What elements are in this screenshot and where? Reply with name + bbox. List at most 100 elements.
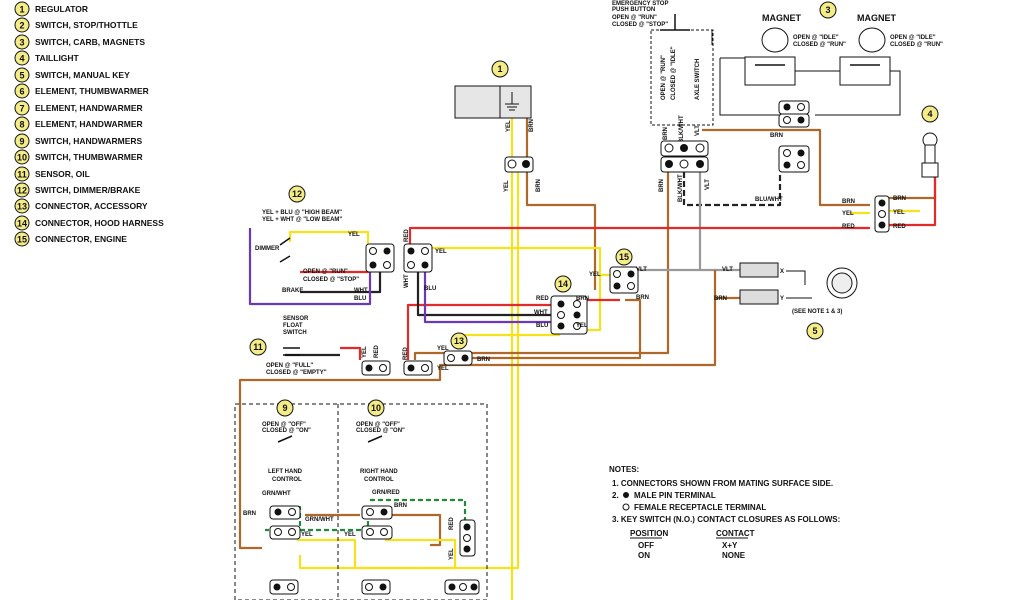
svg-text:11: 11 xyxy=(253,342,263,352)
svg-text:NONE: NONE xyxy=(722,551,746,560)
callout-11 xyxy=(249,338,267,356)
svg-text:CLOSED @ "EMPTY": CLOSED @ "EMPTY" xyxy=(266,370,327,376)
svg-text:9: 9 xyxy=(19,137,24,147)
svg-text:3: 3 xyxy=(825,5,830,15)
svg-text:BLU: BLU xyxy=(536,323,548,329)
svg-text:CONNECTOR, ACCESSORY: CONNECTOR, ACCESSORY xyxy=(35,201,148,211)
wire-yel xyxy=(454,333,560,348)
wire-blkwht xyxy=(682,172,782,207)
wire-yel xyxy=(288,230,375,250)
svg-text:FLOAT: FLOAT xyxy=(283,323,303,329)
wire-blu xyxy=(423,270,555,324)
svg-text:OFF: OFF xyxy=(638,541,654,550)
regulator: 1 YEL BRN xyxy=(454,60,535,132)
svg-text:MALE PIN TERMINAL: MALE PIN TERMINAL xyxy=(634,491,716,500)
svg-text:YEL: YEL xyxy=(504,180,510,192)
connector-dimmer-mating: RED YEL WHT BLU xyxy=(403,229,447,292)
callout-4 xyxy=(921,105,939,123)
svg-text:BLK/WHT: BLK/WHT xyxy=(679,115,685,143)
svg-text:4: 4 xyxy=(927,109,932,119)
svg-text:OPEN @ "OFF": OPEN @ "OFF" xyxy=(262,422,306,428)
svg-text:POSITION: POSITION xyxy=(630,529,668,538)
handwarmer-area: 9 10 OPEN @ "OFF" CLOSED @ "ON" OPEN @ "… xyxy=(234,399,488,600)
svg-text:1: 1 xyxy=(497,64,502,74)
svg-text:YEL: YEL xyxy=(589,272,601,278)
svg-text:YEL: YEL xyxy=(344,532,356,538)
svg-text:FEMALE RECEPTACLE TERMINAL: FEMALE RECEPTACLE TERMINAL xyxy=(634,503,766,512)
callout-3 xyxy=(819,1,837,19)
callout-9 xyxy=(276,399,294,417)
svg-text:BRN: BRN xyxy=(477,357,490,363)
wire-red xyxy=(888,175,937,227)
wire-brn xyxy=(238,270,717,550)
wire-brn xyxy=(390,513,442,547)
connector-dimmer xyxy=(365,243,395,273)
wire-brn xyxy=(466,298,642,360)
svg-text:CLOSED @ "STOP": CLOSED @ "STOP" xyxy=(303,277,359,283)
manual-key-switch: VLT BRN X Y (SEE NOTE 1 & 3) 5 xyxy=(714,262,858,340)
wire-brn xyxy=(702,128,870,207)
svg-text:1. CONNECTORS SHOWN FROM MATI: 1. CONNECTORS SHOWN FROM MATING SURFACE … xyxy=(612,479,833,488)
connector-regulator: YEL BRN xyxy=(504,156,542,192)
svg-text:BRN: BRN xyxy=(893,196,906,202)
svg-text:BRN: BRN xyxy=(243,511,256,517)
wire-layer xyxy=(238,118,937,600)
connector-taillight: BRN YEL RED BRN YEL RED xyxy=(842,195,906,233)
svg-text:REGULATOR: REGULATOR xyxy=(35,4,88,14)
svg-text:VLT: VLT xyxy=(636,267,647,273)
svg-text:YEL: YEL xyxy=(437,366,449,372)
svg-text:VLT: VLT xyxy=(722,267,733,273)
svg-text:WHT: WHT xyxy=(534,310,548,316)
svg-text:CLOSED @ "ON": CLOSED @ "ON" xyxy=(356,428,405,434)
svg-text:WHT: WHT xyxy=(354,288,368,294)
svg-text:YEL: YEL xyxy=(362,346,368,358)
legend-item: 9 SWITCH, HANDWARMERS xyxy=(14,133,143,149)
connector-engine: 15 YEL VLT BRN xyxy=(589,248,649,301)
dimmer-brake-switch: 12 YEL + BLU @ "HIGH BEAM" YEL + WHT @ "… xyxy=(255,185,368,302)
svg-text:GRN/WHT: GRN/WHT xyxy=(305,517,334,523)
svg-text:BRN: BRN xyxy=(536,179,542,192)
svg-text:SWITCH, HANDWARMERS: SWITCH, HANDWARMERS xyxy=(35,136,143,146)
svg-text:X: X xyxy=(780,269,784,275)
svg-text:PUSH BUTTON: PUSH BUTTON xyxy=(612,7,655,13)
svg-text:ON: ON xyxy=(638,551,650,560)
svg-text:OPEN @ "RUN": OPEN @ "RUN" xyxy=(612,15,657,21)
svg-text:2.: 2. xyxy=(612,491,619,500)
connector-left-hand xyxy=(269,505,301,540)
svg-text:YEL + BLU @ "HIGH BEAM": YEL + BLU @ "HIGH BEAM" xyxy=(262,210,342,216)
svg-text:Y: Y xyxy=(780,296,784,302)
svg-text:OPEN @ "OFF": OPEN @ "OFF" xyxy=(356,422,400,428)
wire-red xyxy=(405,226,870,250)
svg-text:BRN: BRN xyxy=(663,127,669,140)
svg-text:ELEMENT, THUMBWARMER: ELEMENT, THUMBWARMER xyxy=(35,86,149,96)
svg-text:RED: RED xyxy=(404,229,410,242)
svg-text:VLT: VLT xyxy=(695,125,701,136)
svg-text:GRN/WHT: GRN/WHT xyxy=(262,491,291,497)
svg-text:OPEN @ "RUN": OPEN @ "RUN" xyxy=(661,55,667,100)
svg-text:CLOSED @ "ON": CLOSED @ "ON" xyxy=(262,428,311,434)
svg-text:BLU: BLU xyxy=(424,286,436,292)
svg-text:EMERGENCY STOP: EMERGENCY STOP xyxy=(612,1,668,7)
svg-text:YEL: YEL xyxy=(842,211,854,217)
svg-text:ELEMENT, HANDWARMER: ELEMENT, HANDWARMER xyxy=(35,119,143,129)
callout-1 xyxy=(491,60,509,78)
connector-hood-harness: 14 RED WHT BLU BRN YEL xyxy=(534,275,589,335)
connector-thumbwarmer: RED YEL xyxy=(449,517,476,560)
callout-13 xyxy=(450,332,468,350)
svg-text:13: 13 xyxy=(17,202,27,212)
taillight: 4 xyxy=(921,105,939,178)
wire-yel xyxy=(360,538,457,570)
wire-brn xyxy=(413,172,670,360)
svg-text:15: 15 xyxy=(619,252,629,262)
callout-12 xyxy=(288,185,306,203)
svg-text:BLK/WHT: BLK/WHT xyxy=(678,174,684,202)
connector-right-hand xyxy=(361,505,393,540)
svg-text:OPEN @ "IDLE": OPEN @ "IDLE" xyxy=(890,35,936,41)
svg-text:BRN: BRN xyxy=(636,295,649,301)
